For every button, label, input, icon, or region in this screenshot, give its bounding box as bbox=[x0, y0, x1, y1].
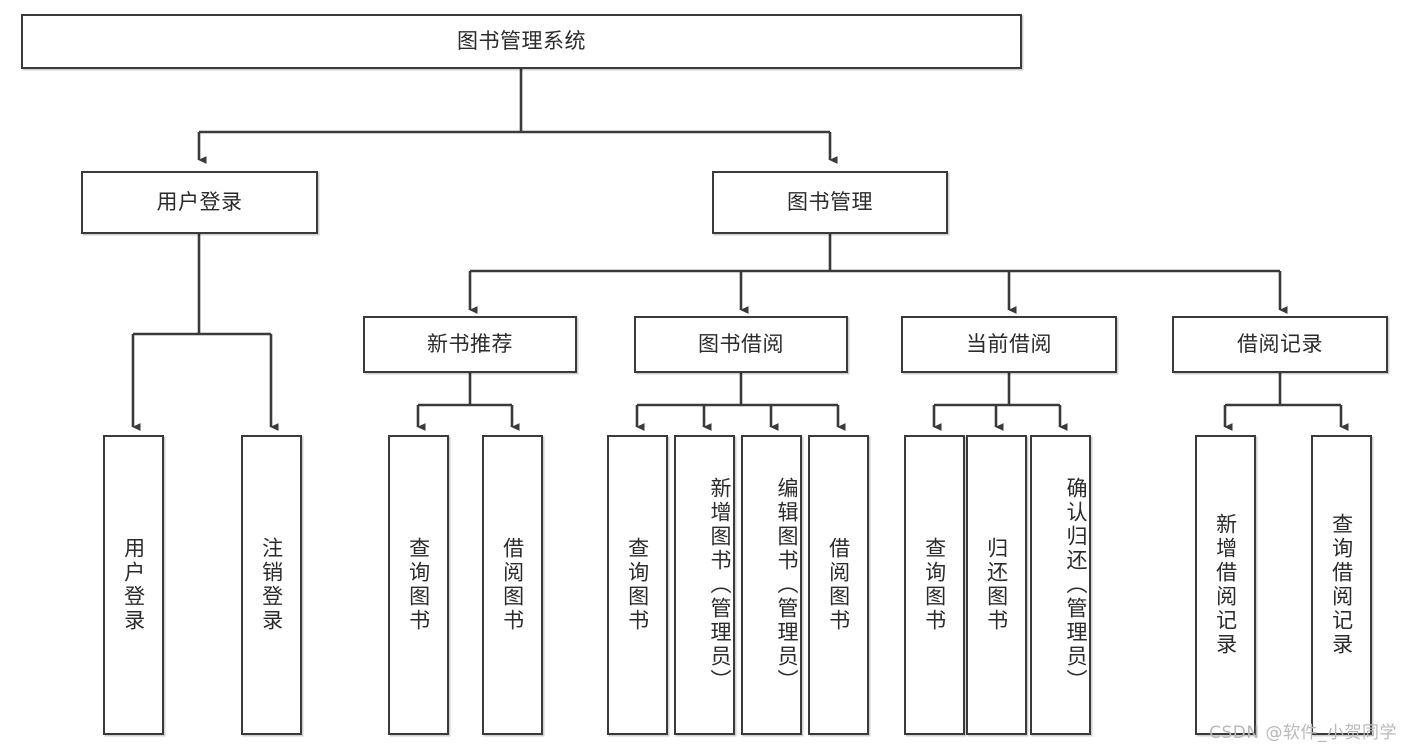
leaf-book-borrow-edit-book-admin[interactable]: 编辑图书（管理员） bbox=[741, 435, 802, 735]
leaf-new-book-query-book[interactable]: 查询图书 bbox=[388, 435, 449, 735]
node-new-book-recommend[interactable]: 新书推荐 bbox=[363, 316, 577, 373]
node-label: 确认归还（管理员） bbox=[1064, 477, 1088, 693]
node-user-login[interactable]: 用户登录 bbox=[81, 171, 318, 234]
node-borrow-record[interactable]: 借阅记录 bbox=[1172, 316, 1388, 373]
node-label: 查询图书 bbox=[406, 537, 431, 633]
node-label: 借阅图书 bbox=[500, 537, 525, 633]
node-label: 借阅图书 bbox=[826, 537, 851, 633]
leaf-borrow-record-add-record[interactable]: 新增借阅记录 bbox=[1195, 435, 1256, 735]
leaf-current-borrow-confirm-return-admin[interactable]: 确认归还（管理员） bbox=[1030, 435, 1091, 735]
leaf-new-book-borrow-book[interactable]: 借阅图书 bbox=[482, 435, 543, 735]
node-label: 新增图书（管理员） bbox=[708, 477, 732, 693]
node-label: 用户登录 bbox=[121, 537, 146, 633]
node-book-borrow[interactable]: 图书借阅 bbox=[634, 316, 848, 373]
node-label: 图书管理系统 bbox=[457, 28, 586, 53]
leaf-current-borrow-return-book[interactable]: 归还图书 bbox=[966, 435, 1027, 735]
node-current-borrow[interactable]: 当前借阅 bbox=[901, 316, 1117, 373]
leaf-borrow-record-query-record[interactable]: 查询借阅记录 bbox=[1311, 435, 1372, 735]
leaf-book-borrow-query-book[interactable]: 查询图书 bbox=[607, 435, 668, 735]
node-label: 新增借阅记录 bbox=[1213, 513, 1238, 657]
node-label: 注销登录 bbox=[259, 537, 284, 633]
node-label: 编辑图书（管理员） bbox=[775, 477, 799, 693]
leaf-current-borrow-query-book[interactable]: 查询图书 bbox=[904, 435, 965, 735]
node-label: 查询图书 bbox=[625, 537, 650, 633]
node-label: 借阅记录 bbox=[1237, 331, 1323, 356]
node-label: 归还图书 bbox=[984, 537, 1009, 633]
node-root-book-management-system[interactable]: 图书管理系统 bbox=[21, 14, 1022, 69]
node-label: 图书借阅 bbox=[698, 331, 784, 356]
leaf-user-login-login[interactable]: 用户登录 bbox=[103, 435, 164, 735]
leaf-user-login-logout[interactable]: 注销登录 bbox=[241, 435, 302, 735]
node-label: 新书推荐 bbox=[427, 331, 513, 356]
node-label: 查询借阅记录 bbox=[1329, 513, 1354, 657]
node-label: 图书管理 bbox=[787, 189, 873, 214]
node-label: 当前借阅 bbox=[966, 331, 1052, 356]
leaf-book-borrow-borrow-book[interactable]: 借阅图书 bbox=[808, 435, 869, 735]
leaf-book-borrow-add-book-admin[interactable]: 新增图书（管理员） bbox=[674, 435, 735, 735]
node-label: 查询图书 bbox=[922, 537, 947, 633]
watermark: CSDN @软件_小贺同学 bbox=[1209, 723, 1397, 743]
node-book-management[interactable]: 图书管理 bbox=[712, 171, 948, 234]
node-label: 用户登录 bbox=[156, 189, 243, 214]
